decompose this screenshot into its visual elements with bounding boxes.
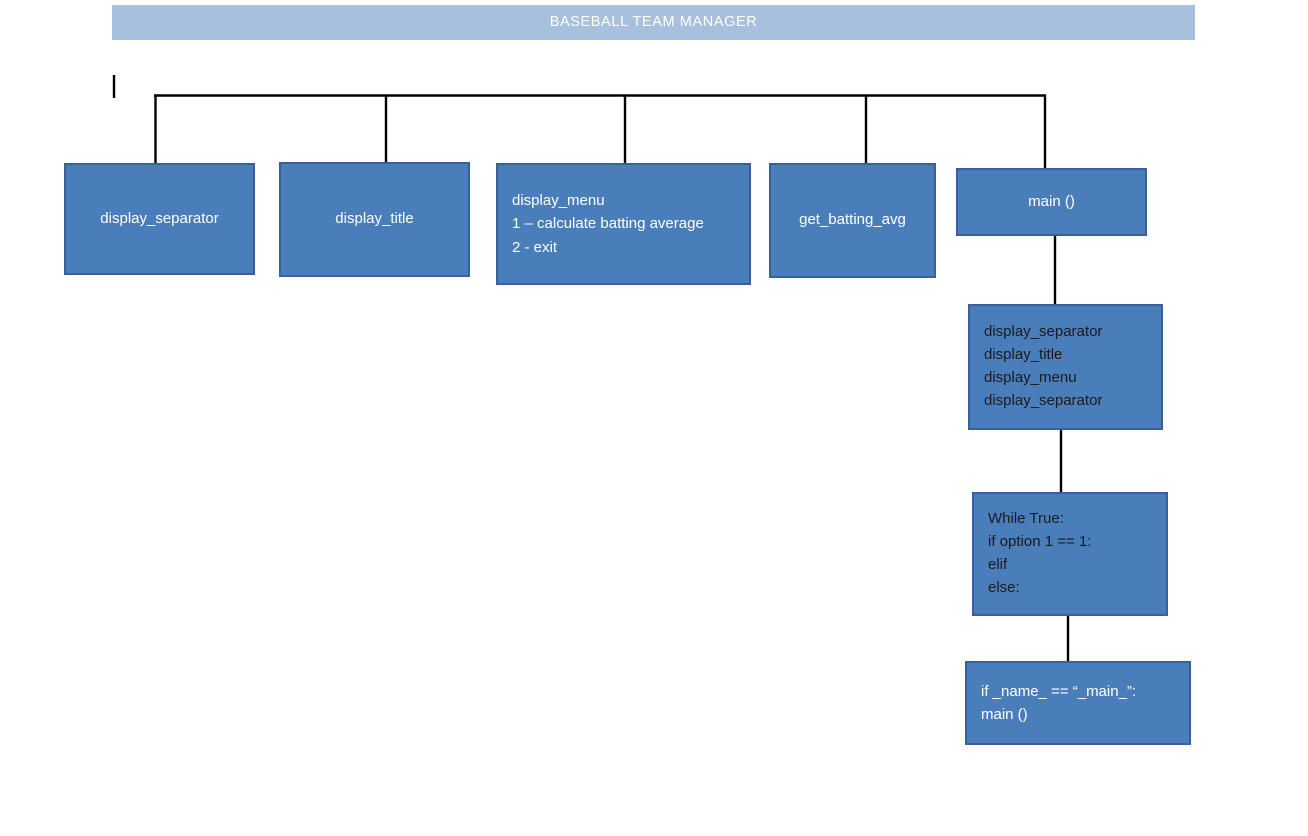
guard-condition: if _name_ == “_main_”: — [981, 682, 1137, 700]
node-display-menu[interactable]: display_menu 1 – calculate batting avera… — [496, 163, 751, 285]
loop-line-3: elif — [988, 556, 1008, 573]
node-label: display_title — [335, 210, 414, 228]
call-line-2: display_title — [984, 346, 1063, 364]
node-display-separator[interactable]: display_separator — [64, 163, 255, 275]
node-while-loop[interactable]: While True: if option 1 == 1: elif else: — [972, 492, 1168, 616]
page-header-banner: BASEBALL TEAM MANAGER — [112, 5, 1195, 40]
page-title: BASEBALL TEAM MANAGER — [549, 14, 758, 31]
loop-line-2: if option 1 == 1: — [988, 533, 1092, 551]
call-line-3: display_menu — [984, 369, 1077, 386]
node-entry-guard[interactable]: if _name_ == “_main_”: main () — [965, 661, 1191, 745]
menu-option-1: 1 – calculate batting average — [512, 215, 704, 233]
loop-line-4: else: — [988, 578, 1020, 596]
menu-option-2: 2 - exit — [512, 238, 558, 256]
node-main[interactable]: main () — [956, 168, 1147, 236]
node-get-batting-avg[interactable]: get_batting_avg — [769, 163, 936, 278]
node-label: main () — [1028, 192, 1075, 210]
loop-line-1: While True: — [988, 510, 1064, 528]
node-display-title[interactable]: display_title — [279, 162, 470, 277]
call-line-1: display_separator — [984, 323, 1103, 341]
node-label: display_menu — [512, 192, 605, 210]
node-main-calls[interactable]: display_separator display_title display_… — [968, 304, 1163, 430]
call-line-4: display_separator — [984, 391, 1103, 409]
node-label: get_batting_avg — [799, 211, 906, 229]
node-label: display_separator — [100, 209, 219, 227]
guard-body: main () — [981, 706, 1028, 723]
